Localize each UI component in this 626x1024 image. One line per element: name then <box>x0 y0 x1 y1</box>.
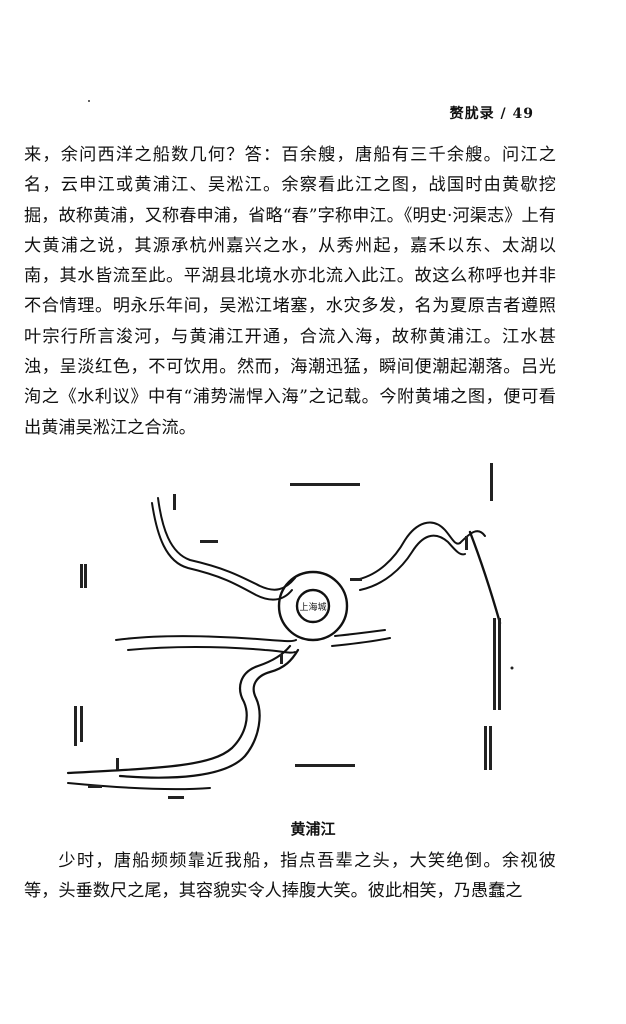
map-annotation-text <box>88 785 102 788</box>
running-header: 赘肬录 / 49 <box>449 106 534 122</box>
paragraph: 少时，唐船频频靠近我船，指点吾辈之头，大笑绝倒。余视彼等，头垂数尺之尾，其容貌实… <box>24 851 556 902</box>
map-annotation-text <box>280 654 283 664</box>
map-annotation-text <box>489 726 492 770</box>
river-seaward-bank-1 <box>459 530 486 544</box>
huangpu-river-map: 上海城 <box>66 463 514 799</box>
map-annotation-text <box>350 578 362 581</box>
map-annotation-text <box>465 536 468 550</box>
river-seaward-bank-2 <box>468 530 502 625</box>
body-text: 来，余问西洋之船数几何？答：百余艘，唐船有三千余艘。问江之名，云申江或黄浦江、吴… <box>24 140 556 443</box>
river-city-east-bank-lower <box>331 637 391 647</box>
paragraph: 来，余问西洋之船数几何？答：百余艘，唐船有三千余艘。问江之名，云申江或黄浦江、吴… <box>24 145 556 438</box>
map-annotation-text <box>290 483 360 486</box>
river-huangpu-bank-west <box>66 644 292 775</box>
figure-caption: 黄浦江 <box>290 820 336 838</box>
map-annotation-text <box>168 796 184 799</box>
map-annotation-text <box>498 618 501 710</box>
map-annotation-text <box>200 540 218 543</box>
river-west-bank-lower <box>127 646 296 654</box>
map-annotation-text <box>84 564 87 588</box>
body-text-continued: 少时，唐船频频靠近我船，指点吾辈之头，大笑绝倒。余视彼等，头垂数尺之尾，其容貌实… <box>24 846 556 907</box>
map-annotation-text <box>80 706 83 742</box>
river-huangpu-bank-east <box>118 648 300 779</box>
river-wusong-bank-lower <box>151 502 293 601</box>
map-annotation-text <box>80 564 83 588</box>
river-lower-bank <box>67 782 211 791</box>
map-annotation-text <box>490 463 493 501</box>
paper-speck <box>88 100 90 102</box>
city-moat <box>277 570 349 642</box>
river-wusong-bank-upper <box>157 497 296 591</box>
river-east-bank-lower <box>359 534 466 591</box>
map-dot <box>510 666 514 670</box>
map-annotation-text <box>484 726 487 770</box>
map-annotation-text <box>173 494 176 510</box>
river-city-east-bank-upper <box>334 629 386 637</box>
map-annotation-text <box>74 706 77 746</box>
map-annotation-text <box>116 758 119 770</box>
river-west-bank-upper <box>115 635 297 643</box>
city-wall <box>295 588 331 624</box>
river-east-bank-upper <box>354 521 461 581</box>
map-annotation-text <box>493 618 496 710</box>
city-label: 上海城 <box>299 601 326 613</box>
map-annotation-text <box>295 764 355 767</box>
